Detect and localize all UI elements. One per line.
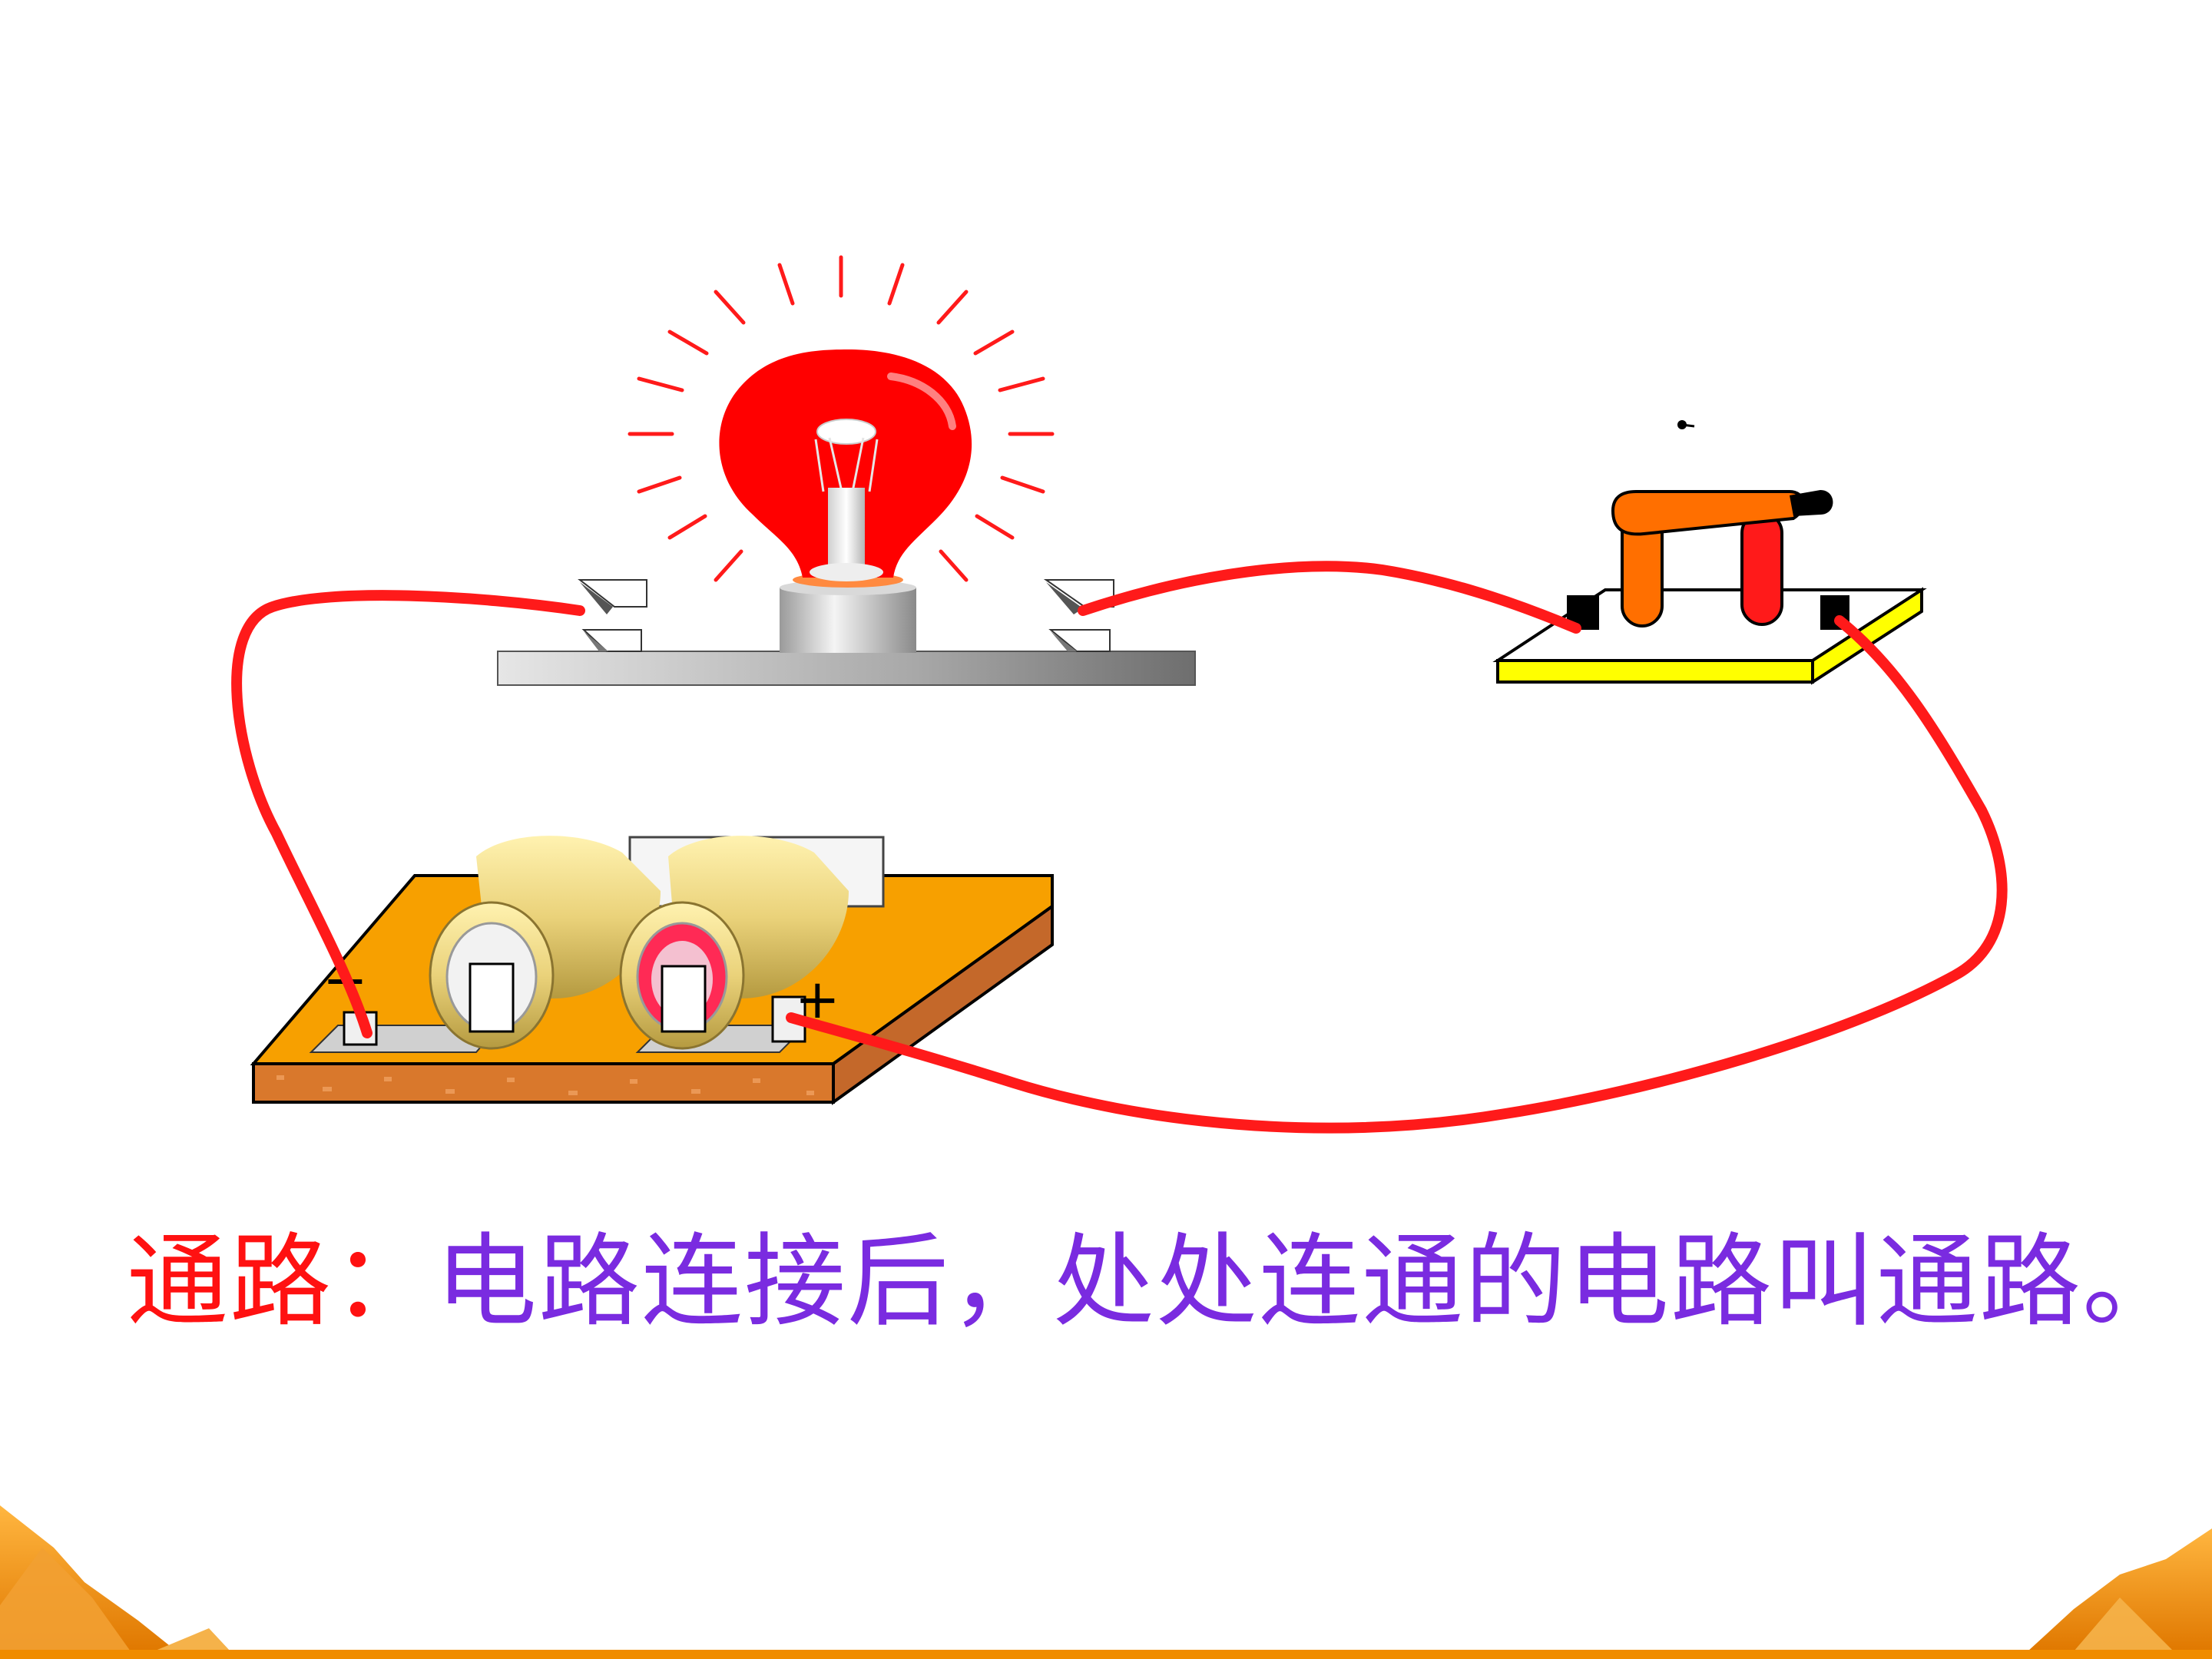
bulb-base-board (497, 651, 1196, 686)
caption-definition: 电路连接后，处处连通的电路叫通路。 (435, 1223, 2185, 1341)
bulb-glass (719, 349, 972, 578)
wires (231, 561, 2008, 1134)
battery-cell-right (619, 836, 849, 1050)
light-bulb (497, 255, 1196, 686)
wire-bulb-to-battery-negative (231, 590, 585, 1038)
light-rays (628, 255, 1055, 582)
switch-base-front (1496, 659, 1814, 684)
footer-decoration (0, 1505, 2212, 1659)
wire-bulb-to-switch (1078, 561, 1581, 634)
battery-holder: − + (250, 836, 1054, 1105)
caption-term: 通路 (127, 1223, 333, 1341)
wire-switch-to-battery-positive (786, 615, 2008, 1134)
switch-handle (1790, 490, 1833, 516)
footer-bar (0, 1650, 2212, 1659)
knife-switch (1492, 420, 1927, 685)
switch-base-side (1811, 587, 1923, 685)
bulb-left-terminal (578, 579, 647, 652)
bulb-stem (828, 488, 865, 574)
battery-board-front (252, 1062, 835, 1104)
footer-right-mountain (2028, 1528, 2212, 1651)
battery-board-side (832, 903, 1054, 1105)
bulb-socket (780, 588, 916, 653)
definition-caption: 通路：电路连接后，处处连通的电路叫通路。 (127, 1221, 2185, 1343)
switch-right-post (1740, 512, 1783, 626)
battery-cell-left (429, 836, 661, 1050)
bulb-right-terminal (1043, 579, 1114, 652)
caption-separator: ： (333, 1223, 435, 1341)
